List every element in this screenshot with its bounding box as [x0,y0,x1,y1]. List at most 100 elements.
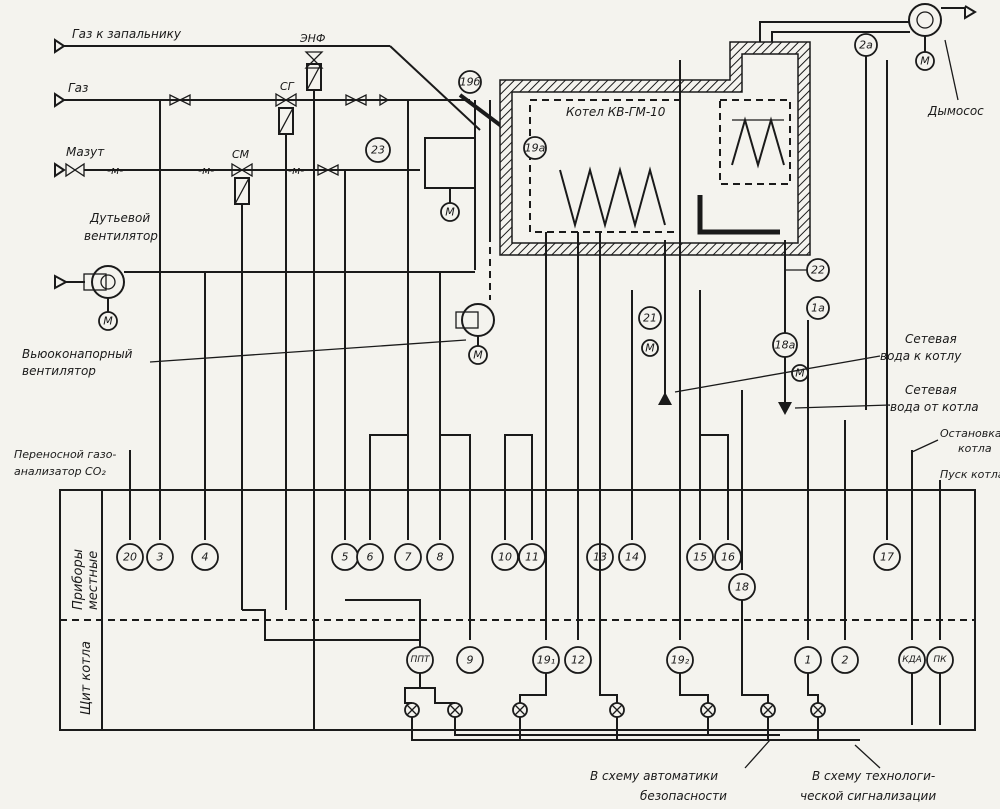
panel-instr-ppt: ППТ [406,646,434,674]
burner-unit [424,100,491,270]
local-instr-4: 4 [191,543,219,571]
valve-sg-label: СГ [280,80,295,93]
panel-frame [59,489,976,731]
net-water-to-1: Сетевая [905,332,957,346]
recirc-fan-label-1: Вьюоконапорный [22,347,133,361]
gas-label: Газ [68,81,88,95]
svg-text:М: М [445,206,455,219]
local-instr-20: 20 [116,543,144,571]
panel-instr-9: 9 [456,646,484,674]
to-safety-2: безопасности [640,789,727,803]
svg-text:ППТ: ППТ [410,655,431,665]
blow-fan-label-2: вентилятор [84,229,158,243]
svg-text:М: М [920,55,930,68]
svg-text:22: 22 [811,264,825,277]
svg-text:8: 8 [437,551,444,564]
svg-text:ПК: ПК [933,655,947,665]
fuel-oil-line: -м- -м- -м- [54,162,420,178]
local-instr-18: 18 [728,573,756,601]
co2-analyzer-1: Переносной газо- [14,448,116,461]
svg-text:4: 4 [202,551,209,564]
valve-enf [304,51,324,91]
svg-text:17: 17 [880,551,894,564]
net-water-to-2: вода к котлу [880,349,962,363]
blow-fan-label-1: Дутьевой [89,211,150,225]
svg-text:1а: 1а [811,302,825,315]
valve-sg [275,92,297,135]
svg-text:М: М [103,315,113,328]
svg-text:15: 15 [693,551,707,564]
instr-19a: 19а [523,136,547,160]
smoke-exhauster-label: Дымосос [927,104,984,118]
local-instruments: 20 3 4 5 6 7 8 10 11 13 14 15 16 18 17 [116,543,901,601]
svg-text:-м-: -м- [288,164,304,177]
panel-instr-2: 2 [831,646,859,674]
instr-19b: 19б [458,70,482,94]
valve-enf-label: ЭНФ [299,32,325,45]
svg-text:19₂: 19₂ [671,654,690,667]
stop-boiler-1: Остановка [940,427,1000,440]
panel-instr-kda: КДА [898,646,926,674]
co2-analyzer-2: анализатор CO₂ [14,465,106,478]
panel-instr-12: 12 [564,646,592,674]
burner-motor: М [440,202,460,222]
local-instr-10: 10 [491,543,519,571]
svg-text:5: 5 [342,551,349,564]
panel-instr-19-2: 19₂ [666,646,694,674]
gas-igniter-line [54,38,481,131]
svg-text:19б: 19б [460,76,481,89]
svg-text:18: 18 [735,581,749,594]
local-instr-17: 17 [873,543,901,571]
instr-22: 22 [806,258,830,282]
svg-text:7: 7 [405,551,412,564]
gas-igniter-label: Газ к запальнику [72,27,182,41]
instr-1a: 1а [806,296,830,320]
svg-text:23: 23 [371,144,385,157]
svg-text:14: 14 [625,551,639,564]
blow-fan-motor: М [98,311,118,331]
gas-line [54,92,470,108]
section-local-2: местные [86,551,101,610]
svg-text:-м-: -м- [107,164,123,177]
local-instr-5: 5 [331,543,359,571]
panel-instruments: ППТ 9 19₁ 12 19₂ 1 2 КДА ПК [406,646,954,674]
signal-lamps [404,540,941,741]
svg-text:19₁: 19₁ [537,654,555,667]
local-instr-15: 15 [686,543,714,571]
instr-2a: 2а [854,33,878,57]
instr-18a: 18а [772,332,798,358]
blow-fan [54,265,475,312]
svg-text:16: 16 [721,551,735,564]
local-instr-3: 3 [146,543,174,571]
panel-instr-1: 1 [794,646,822,674]
net-water-valve-motor-right: М [791,364,809,382]
local-instr-7: 7 [394,543,422,571]
local-instr-14: 14 [618,543,646,571]
svg-text:19а: 19а [525,142,546,155]
local-instr-11: 11 [518,543,546,571]
local-instr-16: 16 [714,543,742,571]
svg-text:-м-: -м- [198,164,214,177]
impulse-lines [129,56,941,730]
net-water-pipes [658,240,808,415]
svg-text:20: 20 [123,551,137,564]
svg-text:М: М [645,342,655,355]
svg-text:21: 21 [643,312,657,325]
to-signal-1: В схему технологи- [812,769,935,783]
boiler-label: Котел КВ-ГМ-10 [566,105,666,119]
boiler-coil-right [731,116,785,169]
svg-text:2а: 2а [859,39,873,52]
fuel-oil-label: Мазут [66,145,105,159]
to-signal-2: ческой сигнализации [800,789,936,803]
svg-text:12: 12 [571,654,585,667]
svg-text:11: 11 [525,551,539,564]
svg-text:6: 6 [367,551,374,564]
instr-23: 23 [365,137,391,163]
smoke-exhauster-motor: М [915,51,935,71]
smoke-exhauster [908,3,977,52]
svg-text:9: 9 [467,654,474,667]
flue-duct [759,21,910,42]
local-instr-6: 6 [356,543,384,571]
valve-sm-label: СМ [232,148,250,161]
